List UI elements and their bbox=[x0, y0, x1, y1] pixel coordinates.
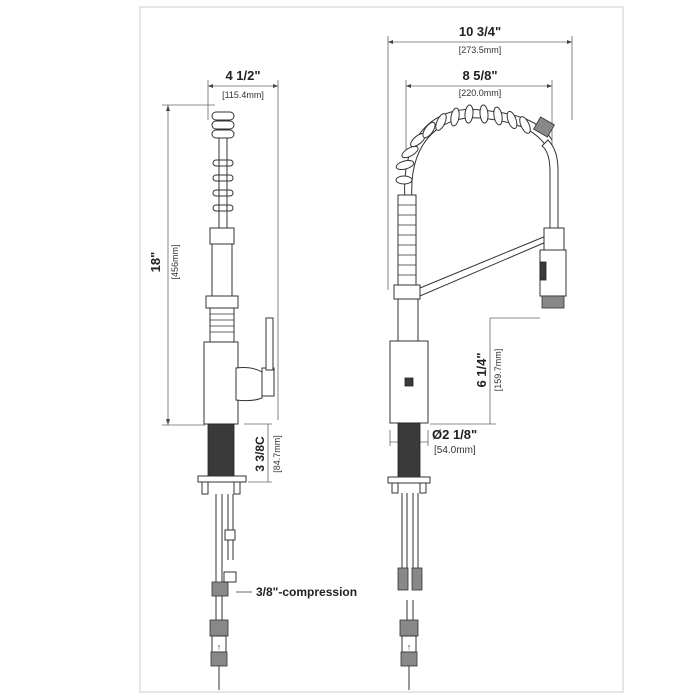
front-view: 10 3/4" [273.5mm] 8 5/8" [220.0mm] bbox=[387, 24, 573, 690]
front-mounting-plate bbox=[387, 476, 431, 484]
side-upper-body bbox=[211, 243, 233, 297]
side-collar-ring bbox=[205, 295, 239, 309]
front-vertical-coil bbox=[397, 194, 417, 286]
mounting-bolt bbox=[391, 482, 399, 494]
arrowhead bbox=[273, 84, 278, 88]
mounting-bolt bbox=[233, 481, 241, 495]
front-threaded-section bbox=[397, 298, 419, 342]
base-height-label: 3 3/8C bbox=[253, 436, 267, 472]
spout-height-label: 6 1/4" bbox=[474, 352, 489, 387]
base-diameter-label: Ø2 1/8" bbox=[432, 427, 477, 442]
front-spring-coil bbox=[395, 104, 555, 201]
compression-fitting bbox=[411, 567, 423, 591]
mounting-bolt bbox=[201, 481, 209, 495]
arrowhead bbox=[406, 84, 411, 88]
side-spring-coil bbox=[211, 111, 235, 228]
side-width-metric: [115.4mm] bbox=[222, 90, 264, 100]
total-reach-label: 10 3/4" bbox=[459, 24, 501, 39]
quick-connect-fitting bbox=[209, 619, 229, 637]
front-supply-lines bbox=[401, 493, 419, 620]
drawing-frame bbox=[139, 6, 624, 693]
spout-height-metric: [159.7mm] bbox=[493, 349, 503, 392]
front-collar-ring bbox=[393, 284, 421, 300]
side-threaded-section bbox=[209, 307, 235, 343]
base-height-metric: [84.7mm] bbox=[272, 435, 282, 473]
side-handle-lever bbox=[235, 317, 275, 402]
front-spout-tube bbox=[541, 139, 559, 229]
side-view: 4 1/2" [115.4mm] 18" [456mm] bbox=[148, 68, 357, 690]
compression-callout: 3/8"-compression bbox=[256, 585, 357, 599]
front-support-arm bbox=[419, 235, 547, 297]
arrowhead bbox=[547, 84, 552, 88]
flow-arrow-icon: ↑ bbox=[407, 642, 412, 652]
arrowhead bbox=[567, 40, 572, 44]
mounting-bolt bbox=[419, 482, 427, 494]
arrowhead bbox=[166, 105, 170, 111]
side-shank bbox=[207, 423, 235, 477]
total-reach-metric: [273.5mm] bbox=[459, 45, 502, 55]
front-spray-head bbox=[539, 227, 567, 309]
front-shank bbox=[397, 422, 421, 478]
arrowhead bbox=[166, 419, 170, 425]
height-metric: [456mm] bbox=[170, 244, 180, 279]
sensor-icon bbox=[404, 377, 414, 387]
compression-nut bbox=[223, 571, 237, 583]
quick-connect-fitting bbox=[399, 619, 419, 637]
flow-arrow-icon: ↑ bbox=[217, 642, 222, 652]
arrowhead bbox=[388, 40, 393, 44]
compression-fitting bbox=[397, 567, 409, 591]
height-label: 18" bbox=[148, 252, 163, 273]
quick-connect-end bbox=[400, 651, 418, 667]
side-mounting-plate bbox=[197, 475, 247, 483]
spout-reach-label: 8 5/8" bbox=[462, 68, 497, 83]
compression-fitting bbox=[211, 581, 229, 597]
spout-reach-metric: [220.0mm] bbox=[459, 88, 502, 98]
base-diameter-metric: [54.0mm] bbox=[434, 445, 476, 456]
side-supply-lines bbox=[215, 494, 236, 620]
side-main-body bbox=[203, 341, 239, 425]
quick-connect-end bbox=[210, 651, 228, 667]
arrowhead bbox=[208, 84, 213, 88]
side-spray-collar bbox=[209, 227, 235, 245]
side-width-label: 4 1/2" bbox=[225, 68, 260, 83]
